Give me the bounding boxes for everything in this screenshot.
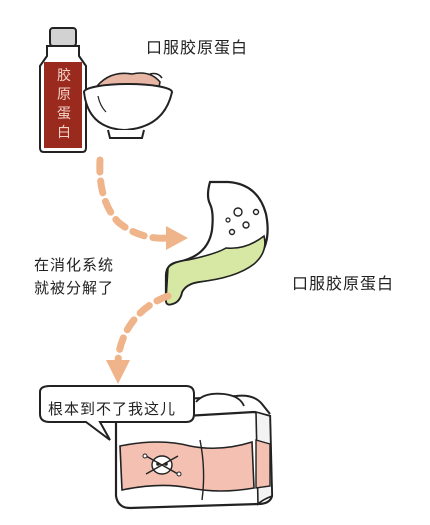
skin-bump: [195, 392, 245, 407]
collagen-bottle: 胶 原 蛋 白: [39, 27, 87, 153]
stomach: [164, 180, 269, 306]
bubble-icon: [252, 208, 260, 216]
speech-bubble-outline: [39, 385, 195, 441]
bubble-icon: [233, 207, 243, 217]
label-digestion: 在消化系统 就被分解了: [34, 254, 144, 300]
bottle-label-char-2: 原: [57, 87, 71, 103]
powder-bowl: [83, 72, 173, 139]
bottle-label-area: [44, 62, 82, 148]
bowl-body: [83, 91, 173, 132]
arrow-head-2: [106, 360, 130, 384]
skin-layer: [119, 440, 255, 492]
bottle-label-char-4: 白: [57, 125, 71, 141]
skull-icon: [142, 453, 182, 477]
stomach-fluid: [165, 234, 266, 306]
label-digestion-line-1: 在消化系统: [34, 256, 115, 274]
bottle-cap: [49, 27, 77, 47]
speech-bubble-text: 根本到不了我这儿: [48, 400, 177, 418]
bottle-label-char-1: 胶: [57, 67, 71, 84]
arrow-to-stomach: [96, 156, 188, 250]
bubble-icon: [225, 217, 231, 223]
bubble-icon: [228, 228, 236, 236]
speech-bubble: [39, 385, 195, 441]
arrow-path-1: [96, 156, 172, 242]
label-oral-collagen-stomach: 口服胶原蛋白: [292, 274, 395, 293]
bottle-label-char-3: 蛋: [57, 106, 71, 122]
bubble-icon: [242, 221, 250, 229]
bowl-foot: [107, 129, 145, 139]
arrow-path-2: [114, 292, 172, 368]
label-digestion-line-2: 就被分解了: [34, 279, 115, 297]
label-oral-collagen-top: 口服胶原蛋白: [146, 38, 249, 57]
arrow-to-skin: [106, 292, 172, 384]
arrow-head-1: [166, 226, 188, 250]
